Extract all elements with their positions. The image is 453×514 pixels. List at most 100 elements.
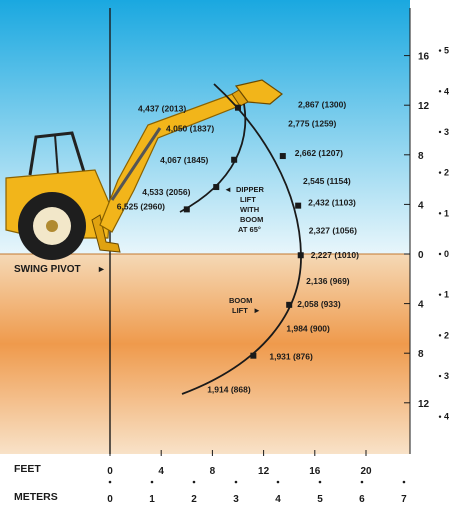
meter-ytick-label: 1 — [444, 208, 449, 218]
meter-ytick-label: 4 — [444, 412, 449, 422]
feet-tick-label: 12 — [258, 466, 270, 477]
lift-point-label-dipper-2: 4,050 (1837) — [166, 123, 214, 133]
meter-tick-dot — [108, 480, 112, 484]
lift-point-label-boom-4: 2,545 (1154) — [303, 176, 351, 186]
lift-point-marker-boom-3 — [279, 153, 286, 160]
meter-ytick-dot — [438, 334, 442, 337]
swing-pivot-arrow: ► — [97, 264, 106, 274]
lift-point-label-boom-11: 1,931 (876) — [269, 352, 313, 362]
feet-tick-label: 0 — [107, 466, 113, 477]
meter-tick-label: 1 — [149, 494, 155, 505]
meter-ytick-label: 3 — [444, 127, 449, 137]
boom-note-line-2: LIFT — [232, 306, 248, 315]
dipper-note-line-3: WITH — [240, 205, 259, 214]
lift-point-marker-dipper-4 — [213, 184, 220, 191]
meter-ytick-label: 1 — [444, 290, 449, 300]
feet-tick-label: 16 — [309, 466, 321, 477]
feet-ytick-label: 0 — [418, 250, 424, 261]
lift-point-label-boom-6: 2,327 (1056) — [309, 225, 357, 235]
boom-note-arrow: ► — [253, 306, 261, 315]
meter-ytick-label: 2 — [444, 330, 449, 340]
meter-tick-dot — [150, 480, 154, 484]
dipper-note-line-5: AT 65° — [238, 225, 261, 234]
lift-point-label-boom-10: 1,984 (900) — [286, 323, 330, 333]
lift-point-marker-dipper-5 — [183, 206, 190, 213]
boom-note-line-1: BOOM — [229, 296, 252, 305]
lift-point-marker-boom-5 — [295, 202, 302, 209]
lift-point-label-boom-1: 2,867 (1300) — [298, 100, 346, 110]
feet-unit-label: FEET — [14, 463, 41, 475]
lift-point-label-dipper-5: 6,525 (2960) — [117, 201, 165, 211]
lift-point-label-boom-9: 2,058 (933) — [297, 299, 341, 309]
lift-point-label-dipper-1: 4,437 (2013) — [138, 104, 186, 114]
meter-tick-dot — [360, 480, 364, 484]
meter-ytick-dot — [438, 90, 442, 93]
meter-ytick-dot — [438, 49, 442, 52]
boom-lift-note: BOOM LIFT ► — [229, 296, 261, 315]
meter-ytick-dot — [438, 252, 442, 256]
meter-tick-label: 7 — [401, 494, 407, 505]
meter-tick-dot — [234, 480, 238, 484]
lift-point-label-boom-8: 2,136 (969) — [306, 276, 350, 286]
feet-ytick-label: 4 — [418, 300, 424, 311]
meter-ytick-dot — [438, 212, 442, 215]
feet-tick-label: 4 — [158, 466, 164, 477]
meter-tick-label: 4 — [275, 494, 281, 505]
meter-ytick-dot — [438, 293, 442, 296]
lift-point-label-dipper-4: 4,533 (2056) — [142, 187, 190, 197]
meter-tick-dot — [402, 480, 406, 484]
rear-wheel-center — [46, 220, 58, 232]
lift-point-label-dipper-3: 4,067 (1845) — [160, 155, 208, 165]
feet-ytick-label: 4 — [418, 200, 424, 211]
meter-ytick-dot — [438, 415, 442, 418]
meter-tick-label: 6 — [359, 494, 365, 505]
bucket — [234, 79, 283, 105]
cab-post — [54, 134, 59, 176]
meter-tick-dot — [318, 480, 322, 484]
cab-frame — [28, 131, 86, 176]
meter-ytick-label: 2 — [444, 168, 449, 178]
feet-ytick-label: 12 — [418, 101, 430, 112]
ground-area — [0, 254, 410, 454]
meter-tick-label: 3 — [233, 494, 239, 505]
lift-point-label-boom-7: 2,227 (1010) — [311, 250, 359, 260]
meter-tick-dot — [192, 480, 196, 484]
meters-unit-label: METERS — [14, 491, 58, 503]
meter-tick-label: 2 — [191, 494, 197, 505]
lift-point-marker-dipper-3 — [231, 156, 238, 163]
meter-ytick-label: 4 — [444, 86, 449, 96]
dipper-note-line-2: LIFT — [240, 195, 256, 204]
meter-tick-dot — [276, 480, 280, 484]
dipper-note-arrow: ◄ — [224, 185, 232, 194]
feet-ytick-label: 16 — [418, 52, 430, 63]
feet-tick-label: 20 — [360, 466, 372, 477]
feet-ytick-label: 12 — [418, 399, 430, 410]
lift-point-label-boom-12: 1,914 (868) — [207, 384, 251, 394]
lift-points: 4,437 (2013) 4,050 (1837) 4,067 (1845) 4,53… — [117, 100, 359, 395]
stabilizer — [91, 214, 121, 253]
lift-point-label-boom-5: 2,432 (1103) — [308, 198, 356, 208]
swing-pivot-label: SWING PIVOT — [14, 264, 81, 275]
meter-tick-label: 5 — [317, 494, 323, 505]
lift-point-label-boom-2: 2,775 (1259) — [288, 118, 336, 128]
dipper-lift-note: ◄ DIPPER LIFT WITH BOOM AT 65° — [224, 185, 265, 234]
meter-ytick-label: 5 — [444, 46, 449, 56]
feet-tick-label: 8 — [210, 466, 216, 477]
backhoe-machine — [5, 79, 283, 260]
meter-ytick-dot — [438, 171, 442, 174]
dipper-note-line-1: DIPPER — [236, 185, 265, 194]
feet-ytick-label: 8 — [418, 349, 424, 360]
lift-point-marker-boom-11 — [250, 352, 257, 359]
meter-tick-label: 0 — [107, 494, 113, 505]
meter-ytick-label: 3 — [444, 371, 449, 381]
meter-ytick-dot — [438, 374, 442, 378]
lift-point-marker-boom-7 — [297, 252, 304, 259]
lift-point-marker-dipper-1 — [235, 104, 241, 111]
meter-ytick-label: 0 — [444, 249, 449, 259]
feet-ytick-label: 8 — [418, 151, 424, 162]
boom-cylinder — [110, 127, 162, 201]
dipper-note-line-4: BOOM — [240, 215, 263, 224]
